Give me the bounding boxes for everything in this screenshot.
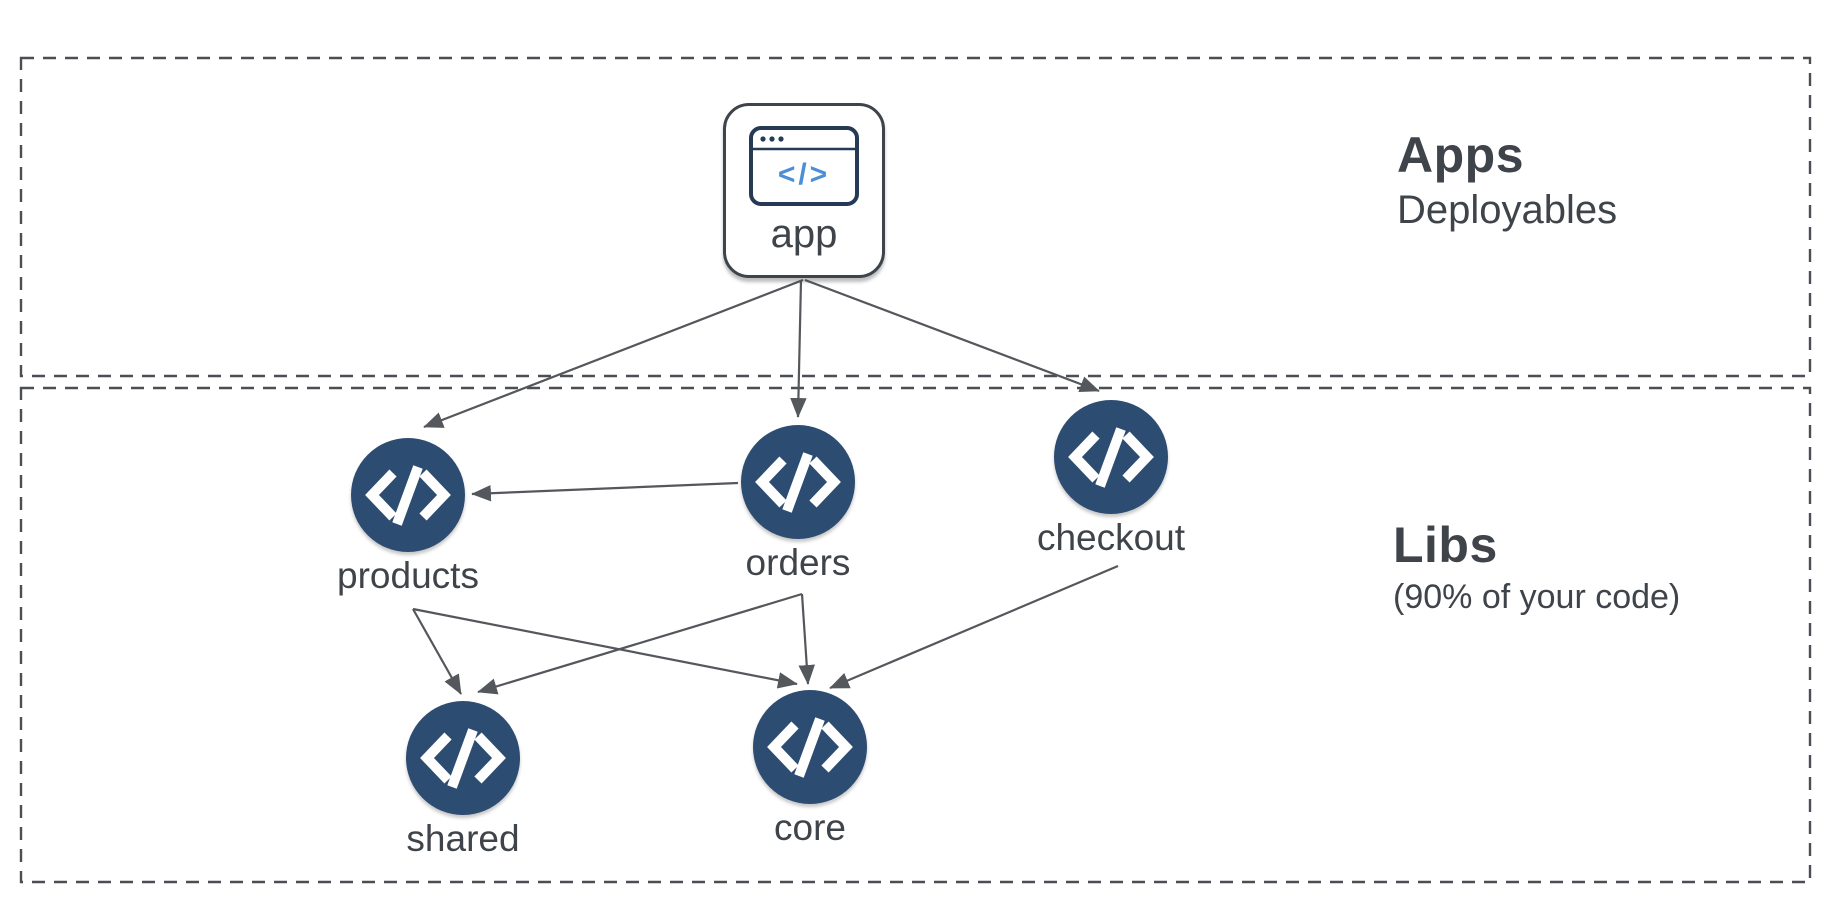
node-shared: shared [363, 701, 563, 859]
apps-region-border [19, 56, 1812, 378]
library-circle [753, 690, 867, 804]
browser-code-glyph: </> [778, 158, 830, 191]
edge-app-orders [790, 279, 807, 418]
edge-orders-core [798, 593, 815, 685]
edge-orders-products [471, 481, 739, 502]
libs-region-border [19, 386, 1812, 884]
apps-region-subtitle: Deployables [1397, 188, 1618, 232]
node-orders: orders [698, 425, 898, 583]
library-circle [1054, 400, 1168, 514]
libs-region-heading: Libs (90% of your code) [1393, 516, 1680, 620]
libs-region-title: Libs [1393, 517, 1498, 573]
edge-orders-shared [477, 592, 803, 695]
edge-checkout-core [829, 564, 1119, 690]
apps-region-title: Apps [1397, 127, 1524, 183]
apps-region-heading: Apps Deployables [1397, 126, 1617, 236]
node-core-label: core [774, 807, 846, 848]
code-icon [1068, 427, 1154, 488]
node-core: core [710, 690, 910, 848]
edge-products-core [412, 607, 798, 689]
node-products: products [308, 438, 508, 596]
node-checkout: checkout [1011, 400, 1211, 558]
node-checkout-label: checkout [1036, 517, 1186, 558]
edge-app-checkout [804, 278, 1100, 393]
edge-app-products [423, 278, 804, 429]
library-circle [351, 438, 465, 552]
node-products-label: products [337, 555, 479, 596]
edge-products-shared [412, 608, 462, 695]
code-icon [755, 452, 841, 513]
library-circle [406, 701, 520, 815]
library-circle [741, 425, 855, 539]
code-icon [767, 717, 853, 778]
node-orders-label: orders [745, 542, 851, 583]
node-app: </> app [723, 103, 885, 278]
code-icon [365, 465, 451, 526]
browser-window-icon: </> [749, 126, 859, 206]
libs-region-subtitle: (90% of your code) [1393, 578, 1681, 616]
node-shared-label: shared [406, 818, 520, 859]
code-icon [420, 728, 506, 789]
node-app-label: app [770, 212, 838, 256]
